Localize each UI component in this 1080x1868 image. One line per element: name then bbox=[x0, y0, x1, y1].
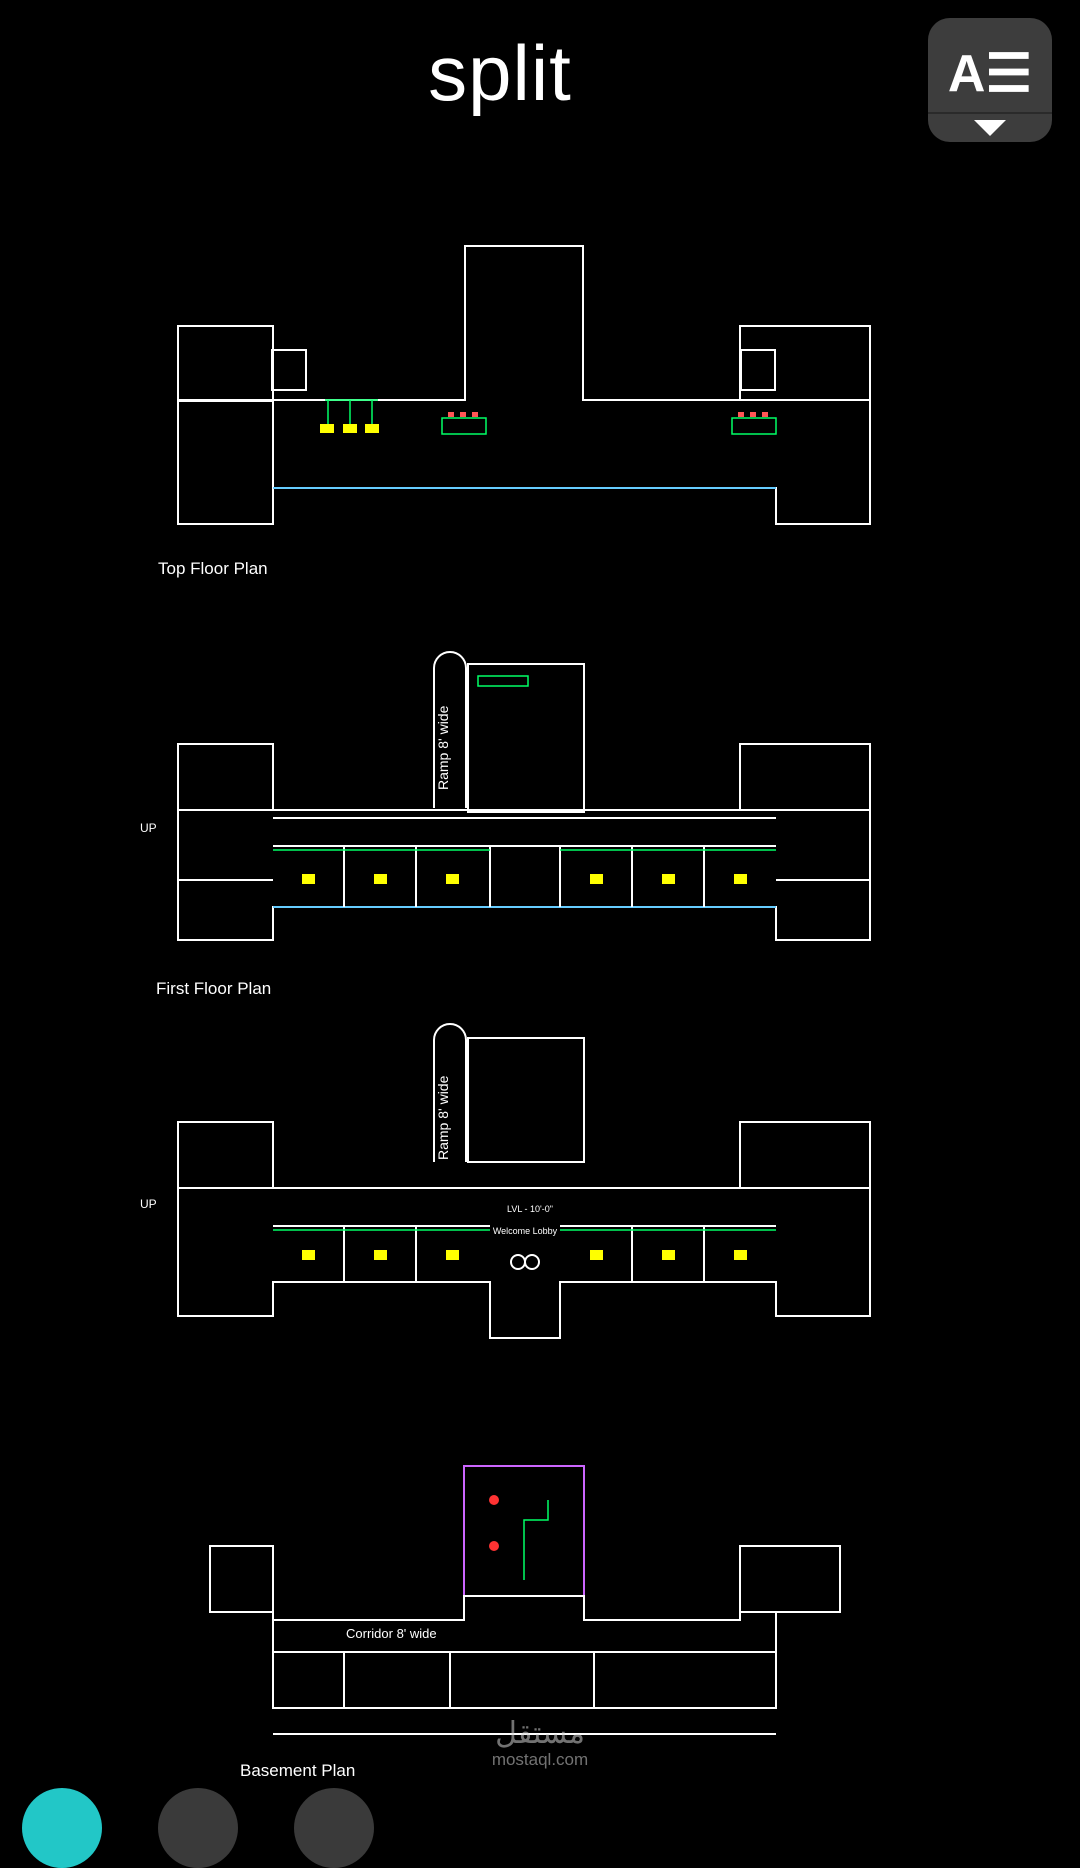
ae-text-icon: A☰ bbox=[947, 45, 1033, 103]
ground-floor-up-label: UP bbox=[140, 1197, 157, 1211]
bottom-nav-button-2[interactable] bbox=[158, 1788, 238, 1868]
button-divider bbox=[928, 112, 1052, 114]
bottom-nav-button-1[interactable] bbox=[22, 1788, 102, 1868]
ground-floor-plan bbox=[177, 1023, 871, 1339]
chevron-down-icon[interactable] bbox=[974, 120, 1006, 136]
first-floor-ramp-label: Ramp 8' wide bbox=[435, 705, 451, 790]
mostaql-watermark: مستقل mostaql.com bbox=[470, 1718, 610, 1770]
first-floor-plan-label: First Floor Plan bbox=[156, 979, 272, 998]
bottom-nav-button-3[interactable] bbox=[294, 1788, 374, 1868]
top-floor-plan bbox=[177, 245, 871, 525]
reader-mode-button[interactable]: A☰ bbox=[928, 18, 1052, 142]
ground-floor-lvl-label: LVL - 10'-0" bbox=[507, 1204, 553, 1214]
top-floor-plan-label: Top Floor Plan bbox=[158, 559, 268, 578]
basement-plan-label: Basement Plan bbox=[240, 1761, 356, 1780]
ground-floor-ramp-label: Ramp 8' wide bbox=[435, 1075, 451, 1160]
page-title: split bbox=[428, 29, 572, 117]
welcome-lobby-label: Welcome Lobby bbox=[493, 1226, 558, 1236]
first-floor-plan bbox=[177, 651, 871, 941]
basement-plan bbox=[209, 1465, 841, 1735]
first-floor-up-label: UP bbox=[140, 821, 157, 835]
floor-plans-drawing: UP UP Ramp 8' wide Ramp 8' wide Welcome … bbox=[140, 245, 871, 1735]
watermark-domain: mostaql.com bbox=[491, 1750, 589, 1769]
watermark-arabic: مستقل bbox=[495, 1716, 585, 1751]
basement-corridor-label: Corridor 8' wide bbox=[346, 1626, 437, 1641]
